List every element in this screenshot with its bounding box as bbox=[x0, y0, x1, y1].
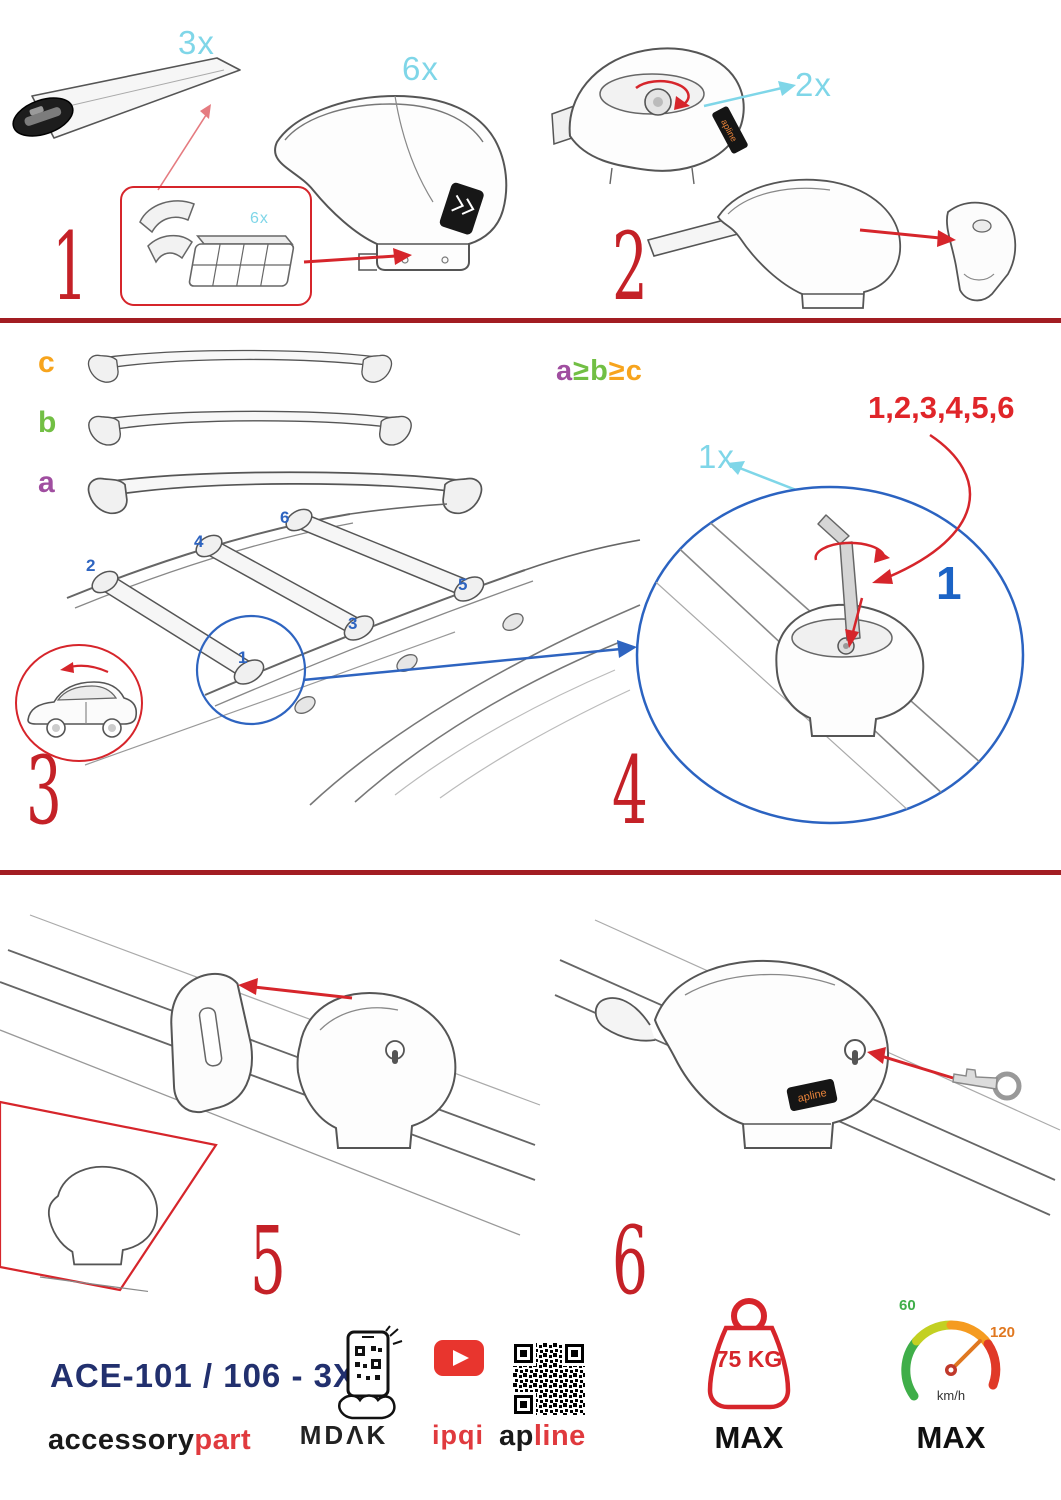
car-overview-inset bbox=[15, 644, 143, 762]
bar-b-label: b bbox=[38, 406, 57, 439]
order-geq-1: ≥ bbox=[573, 355, 591, 387]
qty-adjuster-label: 2x bbox=[795, 66, 832, 103]
speed-unit-label: km/h bbox=[936, 1388, 966, 1403]
speed-low-label: 60 bbox=[899, 1297, 916, 1314]
adjuster-callout-arrow bbox=[703, 81, 796, 108]
step-2-number: 2 bbox=[612, 213, 648, 322]
bar-c-label: c bbox=[38, 346, 55, 379]
brand-patch-text-2: apline bbox=[797, 1087, 828, 1105]
max-speed-max-label: MAX bbox=[916, 1420, 986, 1455]
qty-allen-key-label: 1x bbox=[698, 438, 735, 475]
part-text: part bbox=[194, 1424, 252, 1456]
torque-step-number: 1 bbox=[936, 557, 962, 609]
max-load-icon bbox=[707, 1298, 791, 1410]
position-5-number: 5 bbox=[458, 575, 468, 594]
max-speed-gauge-icon bbox=[901, 1320, 1001, 1401]
detail-zoom-arrow bbox=[302, 640, 637, 682]
adjuster-foot-illustration: apline bbox=[551, 47, 748, 185]
position-3-number: 3 bbox=[348, 614, 358, 633]
line-text: line bbox=[533, 1420, 586, 1452]
apline-logo-text: apline bbox=[499, 1420, 586, 1453]
accessory-text: accessory bbox=[48, 1424, 195, 1456]
foot-clamp-illustration bbox=[274, 94, 508, 271]
step-5-number: 5 bbox=[250, 1207, 286, 1316]
position-2-number: 2 bbox=[86, 556, 96, 575]
speed-high-label: 120 bbox=[990, 1324, 1016, 1341]
order-b: b bbox=[590, 355, 609, 387]
position-4-number: 4 bbox=[194, 532, 204, 551]
accessorypart-logo: accessorypart bbox=[48, 1424, 251, 1457]
car-roof-illustration bbox=[66, 503, 641, 806]
order-c: c bbox=[625, 355, 643, 387]
crossbar-end-illustration bbox=[12, 57, 241, 139]
step-3-number: 3 bbox=[26, 737, 62, 846]
pad-detail-inset: 6x bbox=[120, 186, 312, 306]
torque-detail-illustration bbox=[635, 485, 1025, 825]
cover-install-illustration bbox=[0, 914, 541, 1292]
qty-bar-end-label: 3x bbox=[178, 24, 215, 61]
position-1-number: 1 bbox=[238, 648, 248, 667]
brand-patch-step6: apline bbox=[786, 1079, 838, 1111]
sequence-arrow bbox=[872, 433, 972, 584]
brand-patch-step2: apline bbox=[712, 106, 748, 154]
step-4-number: 4 bbox=[612, 737, 648, 846]
section-divider-2 bbox=[0, 870, 1061, 875]
step-1-number: 1 bbox=[52, 213, 88, 322]
max-load-max-label: MAX bbox=[714, 1420, 784, 1455]
tightening-sequence-label: 1,2,3,4,5,6 bbox=[868, 390, 1015, 425]
max-load-value: 75 KG bbox=[715, 1346, 783, 1372]
bar-a-label: a bbox=[38, 466, 55, 499]
ipqi-logo-text: ipqi bbox=[432, 1420, 484, 1450]
brand-patch-step1 bbox=[439, 182, 484, 235]
pad-detail-illustration bbox=[139, 200, 295, 287]
position-1-highlight-circle bbox=[195, 614, 307, 726]
model-number: ACE-101 / 106 - 3X bbox=[50, 1357, 356, 1394]
pad-to-bar-pointer bbox=[157, 104, 211, 191]
ap-text: ap bbox=[499, 1420, 534, 1452]
order-geq-2: ≥ bbox=[608, 355, 626, 387]
position-6-number: 6 bbox=[280, 508, 290, 527]
insert-pad-arrow bbox=[303, 248, 412, 265]
bar-c-illustration bbox=[87, 349, 393, 383]
qr-code-icon bbox=[513, 1343, 585, 1415]
bar-a-illustration bbox=[87, 471, 483, 515]
bar-b-illustration bbox=[88, 410, 412, 446]
step-6-number: 6 bbox=[612, 1207, 648, 1316]
size-order-text: a≥b≥c bbox=[556, 355, 643, 388]
lock-key-illustration: apline bbox=[554, 919, 1061, 1216]
mdak-logo-text: MDΛK bbox=[299, 1420, 389, 1450]
youtube-icon bbox=[434, 1340, 484, 1376]
section-divider-1 bbox=[0, 318, 1061, 323]
qty-pad-label: 6x bbox=[250, 210, 269, 227]
qty-clamp-label: 6x bbox=[402, 50, 439, 87]
bar-endcap-assembly bbox=[646, 178, 1017, 309]
scan-qr-phone-icon bbox=[338, 1325, 403, 1420]
order-a: a bbox=[556, 355, 574, 387]
key-icon bbox=[992, 1071, 1022, 1101]
